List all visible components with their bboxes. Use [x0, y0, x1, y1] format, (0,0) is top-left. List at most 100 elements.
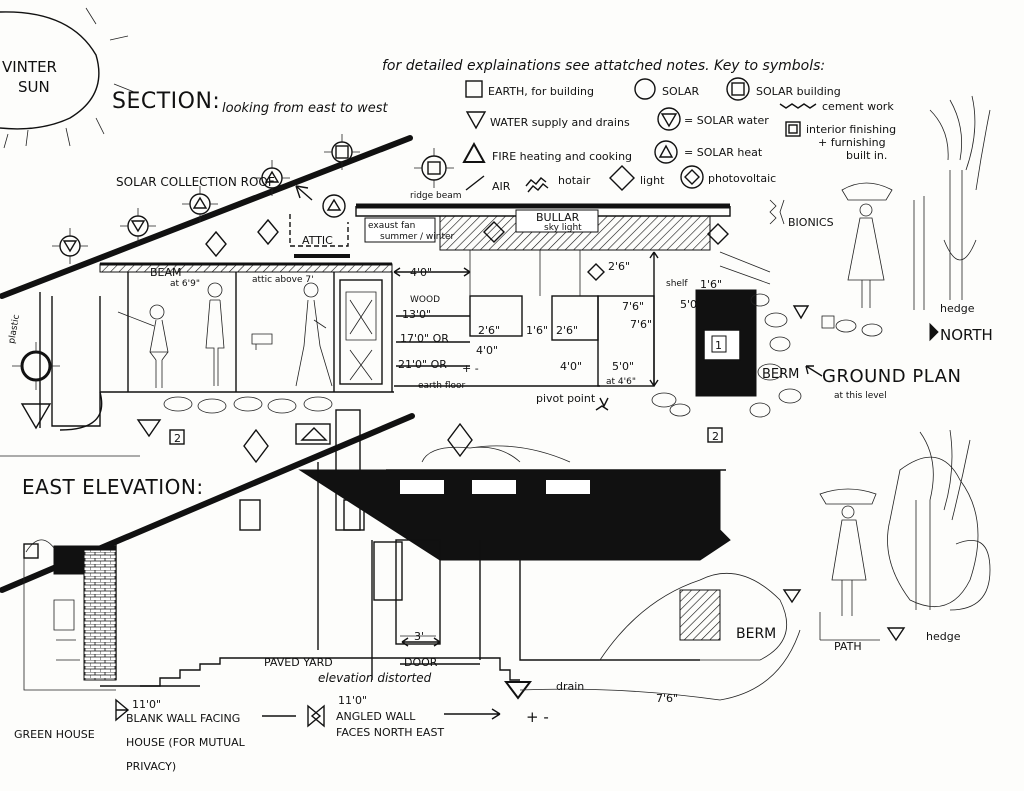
- dim-at-4ft6: at 4'6": [606, 377, 636, 387]
- winter-sun-label-2: SUN: [18, 78, 50, 96]
- badge-1: 1: [715, 339, 722, 352]
- legend-interior-3: built in.: [846, 149, 887, 162]
- angled-wall-dim: 11'0": [338, 694, 367, 707]
- drain-label: drain: [556, 680, 584, 693]
- person-figures: [117, 282, 333, 388]
- east-elevation-title: EAST ELEVATION:: [22, 475, 204, 499]
- hedge-label-elevation: hedge: [926, 630, 961, 643]
- legend-earth: EARTH, for building: [488, 85, 594, 98]
- section-drawing: SOLAR COLLECTION ROOF ridge beam exaust …: [0, 95, 993, 464]
- legend-solar-heat: = SOLAR heat: [684, 146, 763, 159]
- stones: [163, 293, 883, 418]
- dim-3ft: 3': [414, 630, 424, 643]
- dim-13ft: 13'0": [402, 308, 431, 321]
- legend-air: AIR: [492, 180, 511, 193]
- berm-label-section: BERM: [762, 367, 799, 382]
- east-elevation-drawing: EAST ELEVATION: PAVED YARD DOOR elevatio: [0, 409, 991, 773]
- dim-17ft: 17'0" OR: [400, 332, 449, 345]
- dim-5ft: 5'0": [612, 360, 634, 373]
- tree-top-right: [913, 95, 991, 310]
- blank-wall-label-2: HOUSE (FOR MUTUAL: [126, 736, 246, 749]
- exhaust-fan-label: exaust fan: [368, 221, 415, 231]
- water-triangle-icon: [465, 111, 487, 130]
- plastic-label: plastic: [7, 314, 22, 345]
- bullar-label: BULLAR: [536, 211, 580, 224]
- cement-icon: [779, 103, 817, 109]
- hotair-icon: [525, 177, 549, 193]
- wood-label: WOOD: [410, 295, 440, 305]
- notes-text: for detailed explainations see attatched…: [382, 58, 825, 74]
- beam-dim-label: at 6'9": [170, 279, 200, 289]
- plus-minus-section: + -: [462, 362, 479, 375]
- legend-interior-1: interior finishing: [806, 123, 896, 136]
- legend-solar-water: = SOLAR water: [684, 114, 769, 127]
- solar-heat-icon: [654, 140, 678, 164]
- roof-arrow-icon: [295, 185, 313, 201]
- paved-yard-label: PAVED YARD: [264, 656, 333, 669]
- legend-photovoltaic: photovoltaic: [708, 172, 776, 185]
- beam-label: BEAM: [150, 266, 182, 279]
- badge-2b: 2: [712, 430, 719, 443]
- light-diamonds: [205, 218, 729, 464]
- dim-4ft-b: 4'0": [476, 344, 498, 357]
- legend-cement: cement work: [822, 100, 894, 113]
- dim-7ft6-b: 7'6": [630, 318, 652, 331]
- dim-4ft-a: 4'0": [410, 266, 432, 279]
- blank-wall-label-1: BLANK WALL FACING: [126, 712, 240, 725]
- earth-floor-label: earth floor: [418, 381, 466, 391]
- symbol-legend: EARTH, for building SOLAR SOLAR building…: [462, 77, 896, 193]
- door-label: DOOR: [404, 656, 438, 669]
- skylight-label: sky light: [544, 223, 582, 233]
- woman-figure-top: [841, 182, 893, 308]
- light-diamond-icon: [609, 165, 635, 191]
- solar-water-icon: [657, 107, 681, 131]
- dim-2ft6-a: 2'6": [478, 324, 500, 337]
- badge-2a: 2: [174, 432, 181, 445]
- photovoltaic-icon: [680, 165, 704, 189]
- legend-interior-2: + furnishing: [818, 136, 886, 149]
- interior-icon: [785, 121, 801, 137]
- path-label: PATH: [834, 640, 862, 653]
- summer-winter-label: summer / winter: [380, 232, 455, 242]
- legend-water: WATER supply and drains: [490, 116, 630, 129]
- legend-solar-building: SOLAR building: [756, 85, 841, 98]
- dim-4ft-c: 4'0": [560, 360, 582, 373]
- blank-wall-dim: 11'0": [132, 698, 161, 711]
- dim-2ft6-c: 2'6": [608, 260, 630, 273]
- legend-fire: FIRE heating and cooking: [492, 150, 632, 163]
- ground-plan-label: GROUND PLAN: [822, 366, 961, 387]
- berm-label-elevation: BERM: [736, 626, 776, 642]
- elevation-distorted-label: elevation distorted: [318, 671, 432, 685]
- green-house-label: GREEN HOUSE: [14, 728, 95, 741]
- section-subtitle: looking from east to west: [222, 101, 389, 116]
- winter-sun-label-1: VINTER: [2, 58, 57, 76]
- attic-label: ATTIC: [302, 234, 333, 247]
- dim-2ft6-b: 2'6": [556, 324, 578, 337]
- dim-7ft6-elev: 7'6": [656, 692, 678, 705]
- water-drain-left-icon: [20, 403, 52, 430]
- fire-triangle-icon: [462, 141, 486, 163]
- north-label: NORTH: [940, 326, 993, 344]
- solar-building-icon: [726, 77, 750, 101]
- solar-circle-icon: [634, 78, 656, 100]
- pivot-point-label: pivot point: [536, 392, 596, 405]
- plus-minus-elevation: + -: [526, 708, 549, 726]
- legend-light: light: [640, 174, 665, 187]
- dim-7ft6-a: 7'6": [622, 300, 644, 313]
- angled-wall-label-2: FACES NORTH EAST: [336, 726, 444, 739]
- dim-1ft6: 1'6": [526, 324, 548, 337]
- ridge-beam-label: ridge beam: [410, 191, 462, 201]
- woman-figure-bottom: [819, 488, 877, 616]
- solar-roof-label: SOLAR COLLECTION ROOF: [116, 175, 275, 189]
- dim-21ft: 21'0" OR: [398, 358, 447, 371]
- hedge-label-section: hedge: [940, 302, 975, 315]
- section-title: SECTION:: [112, 89, 220, 114]
- photovoltaic-greenhouse-icon: [12, 342, 60, 390]
- winter-sun-icon: [0, 7, 135, 149]
- solar-symbols-roof: [52, 134, 454, 264]
- dim-1ft6-b: 1'6": [700, 278, 722, 291]
- shelf-label: shelf: [666, 279, 688, 289]
- air-icon: [465, 175, 485, 191]
- blank-wall-label-3: PRIVACY): [126, 760, 176, 773]
